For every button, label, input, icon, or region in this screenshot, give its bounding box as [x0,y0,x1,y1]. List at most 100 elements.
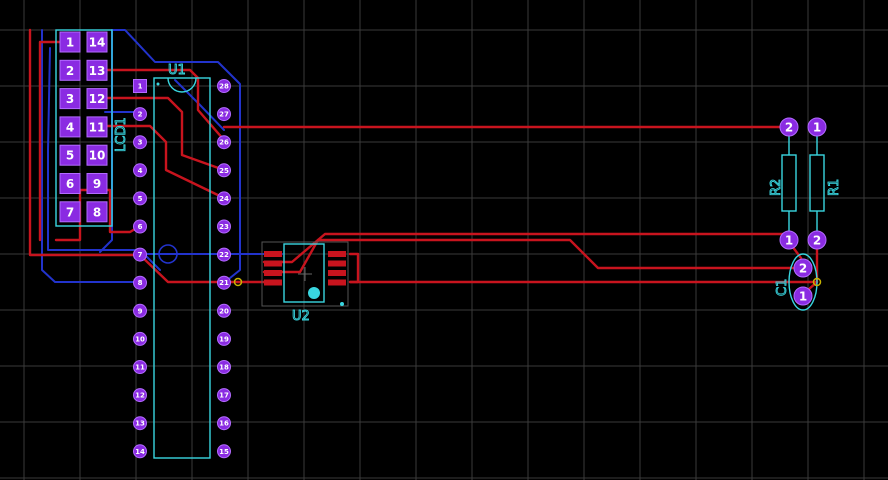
pad-27[interactable]: 27 [217,107,231,122]
top-trace[interactable] [262,232,791,264]
pad-shape [217,275,231,290]
top-trace[interactable] [95,96,226,172]
pad-9[interactable]: 9 [86,173,108,194]
pad-2[interactable]: 2 [779,117,799,137]
u2-courtyard [261,241,349,307]
pad-8[interactable]: 8 [133,275,147,290]
pad-2[interactable]: 2 [793,258,813,278]
pad-21[interactable]: 21 [217,275,231,290]
pad-4[interactable]: 4 [59,116,81,138]
pad-24[interactable]: 24 [217,191,231,206]
pad-28[interactable]: 28 [217,79,231,93]
pad-shape [217,219,231,234]
u1-pin1-marker [156,82,160,86]
u2-smd-pad-right[interactable] [328,251,346,257]
bottom-trace[interactable] [111,29,241,283]
pad-19[interactable]: 19 [217,331,231,346]
via[interactable] [233,277,243,287]
u2-smd-pad-left[interactable] [264,251,282,257]
pad-20[interactable]: 20 [217,303,231,318]
r2-body [781,154,797,212]
pad-1[interactable]: 1 [133,79,147,93]
pad-2[interactable]: 2 [807,230,827,250]
pad-shape [217,360,231,374]
pad-1[interactable]: 1 [779,230,799,250]
pad-3[interactable]: 3 [133,135,147,150]
pad-number: 26 [219,139,229,147]
pad-shape [793,258,813,278]
u2-smd-pad-left[interactable] [264,260,282,267]
via[interactable] [158,244,178,264]
pad-number: 2 [799,262,807,276]
pad-8[interactable]: 8 [86,201,108,223]
pad-5[interactable]: 5 [59,144,81,166]
pad-shape [217,416,231,431]
pad-4[interactable]: 4 [133,163,147,178]
pad-22[interactable]: 22 [217,247,231,262]
via[interactable] [812,277,822,287]
pad-5[interactable]: 5 [133,191,147,206]
pad-12[interactable]: 12 [86,88,108,110]
bottom-trace[interactable] [174,79,225,131]
pad-11[interactable]: 11 [86,116,108,138]
pad-16[interactable]: 16 [217,416,231,431]
pad-shape [217,444,231,459]
pad-number: 4 [66,120,74,134]
pad-10[interactable]: 10 [133,331,147,346]
pad-2[interactable]: 2 [133,107,147,122]
pad-10[interactable]: 10 [86,144,108,166]
pad-number: 20 [219,307,229,315]
pad-15[interactable]: 15 [217,444,231,459]
pad-14[interactable]: 14 [133,444,147,459]
pad-1[interactable]: 1 [59,31,81,53]
bottom-trace[interactable] [41,29,141,283]
u1-outline [153,77,211,459]
pad-shape [86,116,108,138]
pad-number: 9 [93,177,101,191]
top-trace[interactable] [95,68,226,142]
pad-shape [133,219,147,234]
u2-marker [340,302,344,306]
pad-17[interactable]: 17 [217,388,231,403]
pad-23[interactable]: 23 [217,219,231,234]
pad-14[interactable]: 14 [86,31,108,53]
pad-3[interactable]: 3 [59,88,81,110]
u2-smd-pad-right[interactable] [328,270,346,276]
u2-smd-pad-left[interactable] [264,279,282,286]
top-trace[interactable] [54,188,142,242]
pad-13[interactable]: 13 [133,416,147,431]
pad-6[interactable]: 6 [59,173,81,194]
pad-number: 12 [89,92,106,106]
top-trace[interactable] [28,28,142,257]
pad-1[interactable]: 1 [793,286,813,306]
pad-6[interactable]: 6 [133,219,147,234]
pad-shape [59,144,81,166]
pad-26[interactable]: 26 [217,135,231,150]
pad-7[interactable]: 7 [133,247,147,262]
r2-designator: R2 [769,179,784,196]
pad-13[interactable]: 13 [86,59,108,81]
top-trace[interactable] [95,124,226,200]
top-trace[interactable] [262,238,803,274]
top-trace[interactable] [38,40,70,242]
pad-shape [807,117,827,137]
u2-smd-pad-right[interactable] [328,260,346,267]
pad-11[interactable]: 11 [133,360,147,374]
pad-9[interactable]: 9 [133,303,147,318]
pad-12[interactable]: 12 [133,388,147,403]
pad-shape [133,135,147,150]
pad-2[interactable]: 2 [59,59,81,81]
pad-18[interactable]: 18 [217,360,231,374]
pad-25[interactable]: 25 [217,163,231,178]
pad-shape [133,79,147,93]
pad-number: 6 [66,177,74,191]
pad-7[interactable]: 7 [59,201,81,223]
pad-shape [217,135,231,150]
top-trace[interactable] [348,252,360,284]
top-trace[interactable] [138,253,226,284]
u1-notch [167,77,197,93]
pad-1[interactable]: 1 [807,117,827,137]
u2-smd-pad-right[interactable] [328,279,346,286]
u2-smd-pad-left[interactable] [264,270,282,276]
